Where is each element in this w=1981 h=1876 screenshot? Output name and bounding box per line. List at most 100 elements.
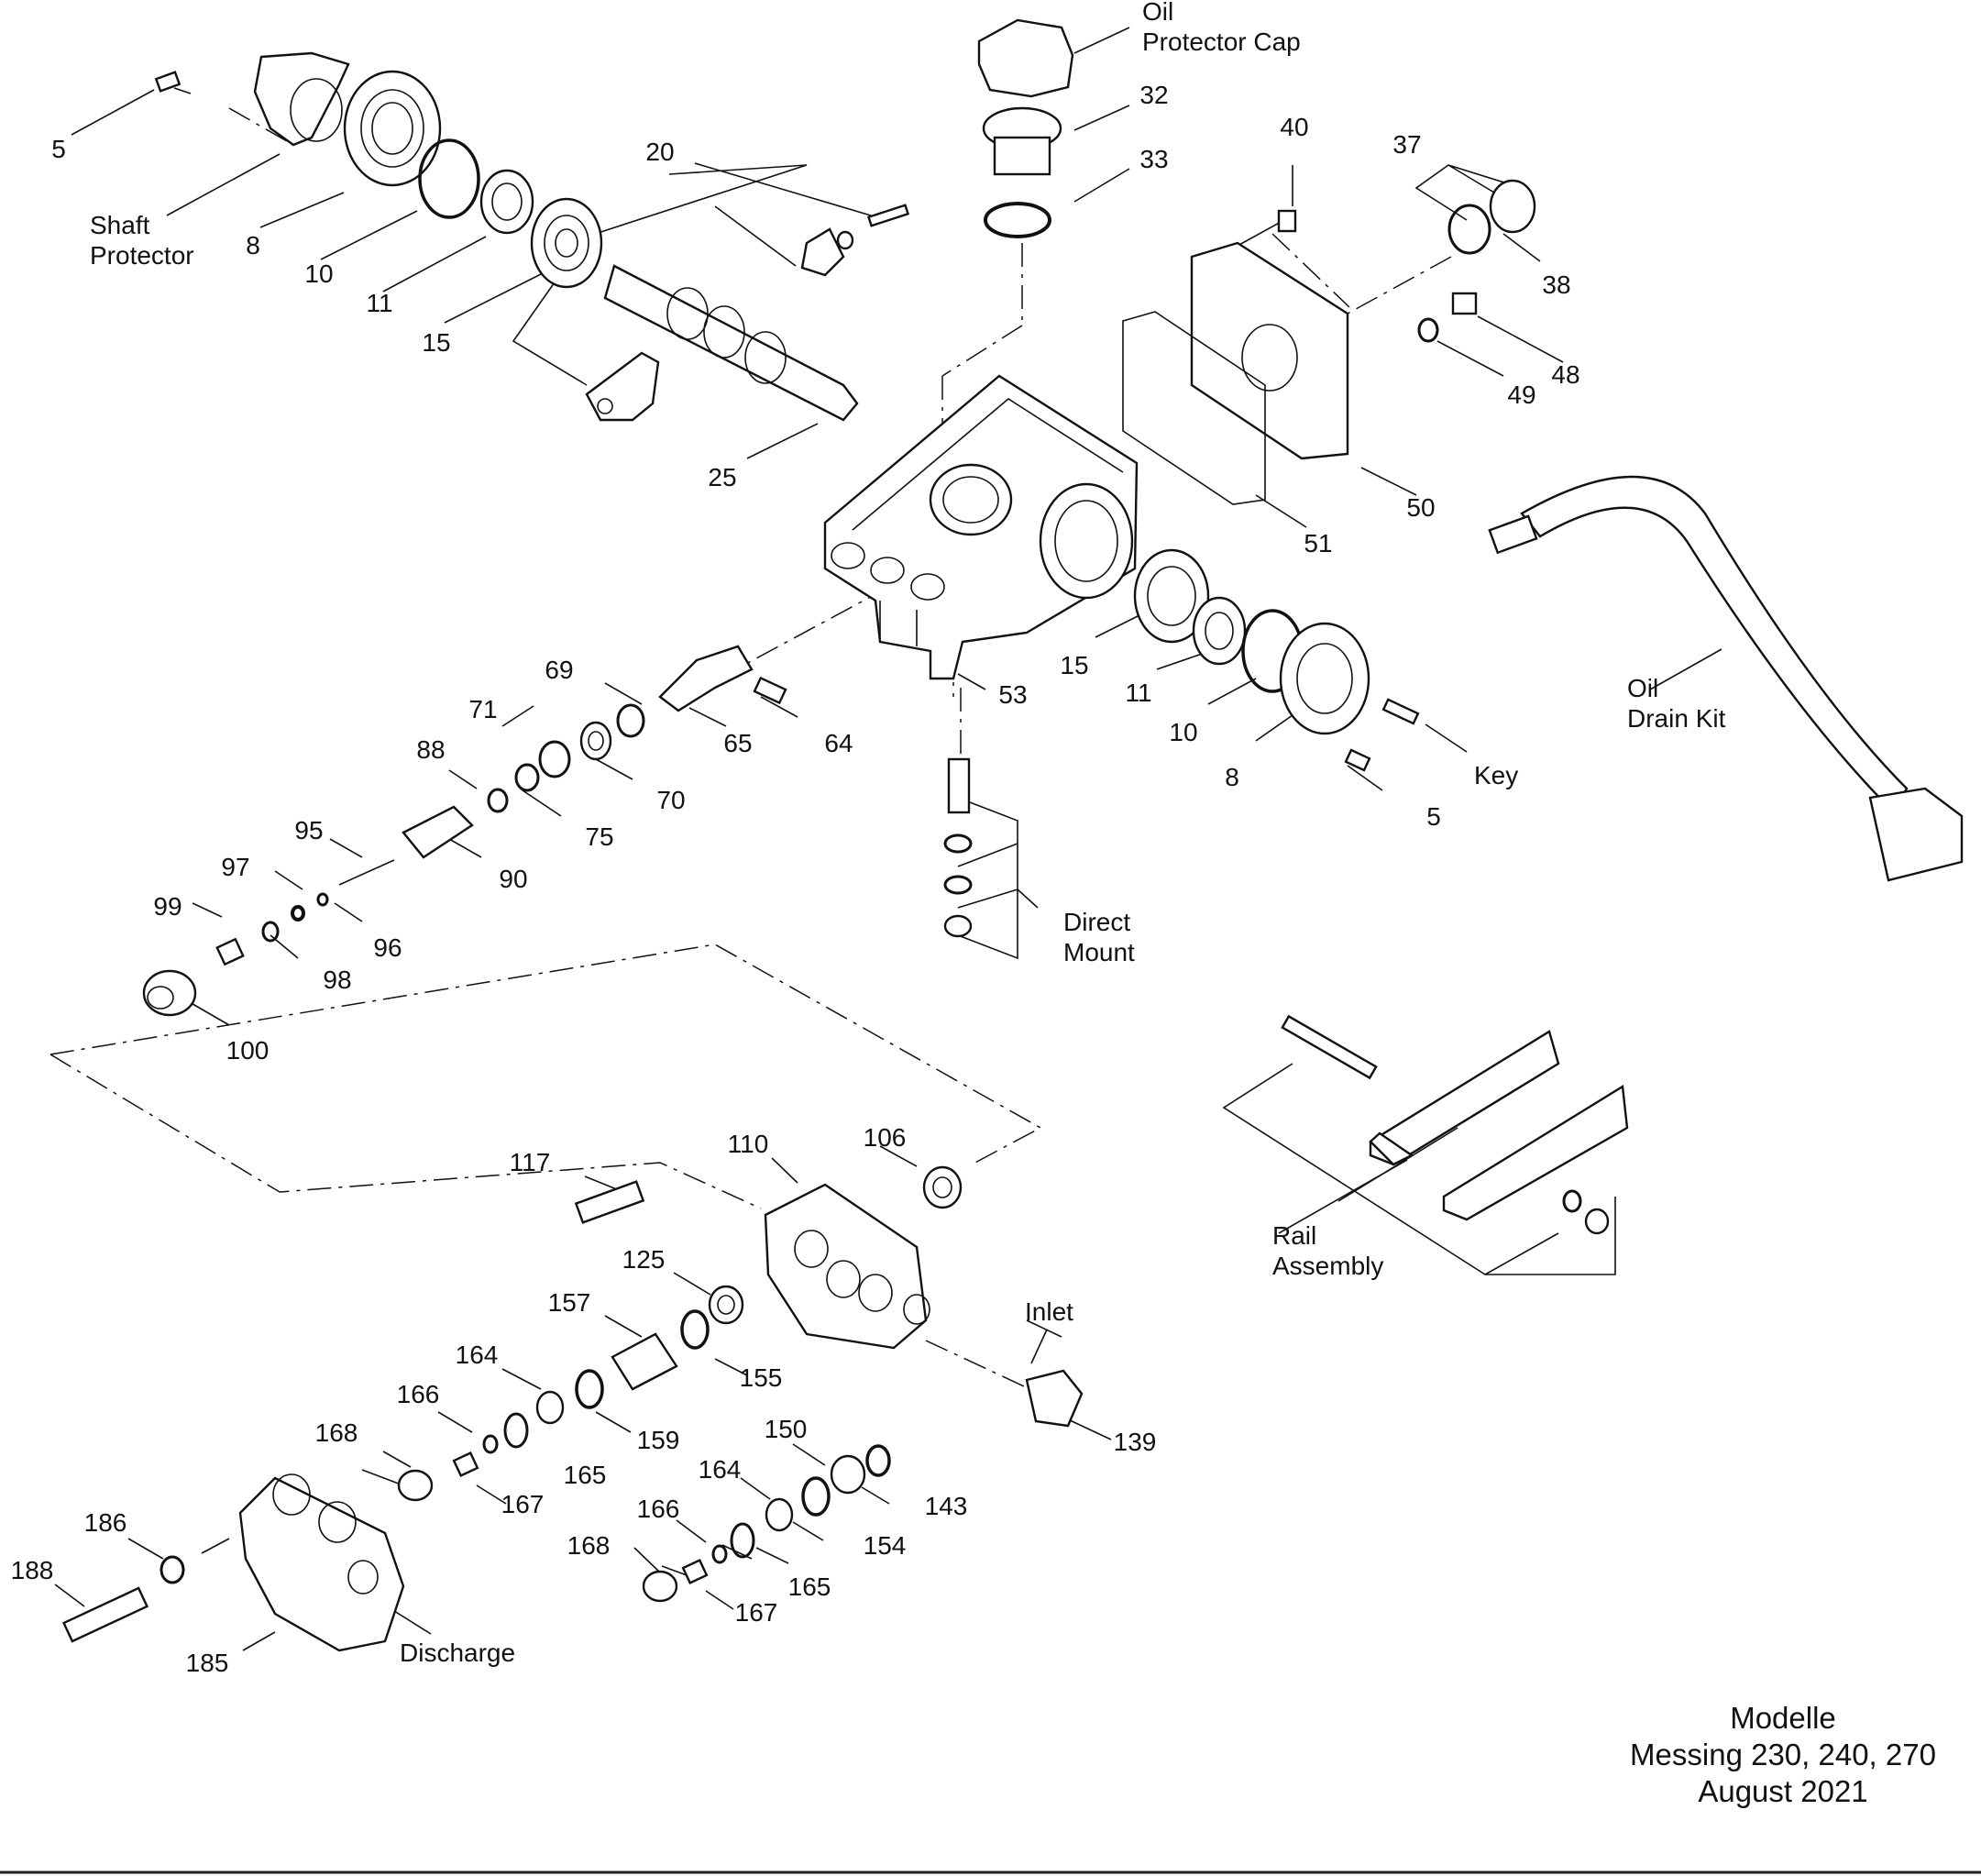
label-10-right: 10 — [1169, 718, 1197, 746]
label-48: 48 — [1551, 360, 1579, 389]
label-106: 106 — [864, 1123, 907, 1152]
leader-lines — [54, 27, 1722, 1651]
label-166-a: 166 — [397, 1380, 440, 1408]
part-106-seal — [922, 1165, 963, 1209]
label-33: 33 — [1139, 145, 1168, 173]
part-38-washer — [1447, 204, 1491, 255]
label-188: 188 — [11, 1556, 54, 1584]
label-5-left: 5 — [51, 135, 66, 163]
label-8-right: 8 — [1225, 763, 1239, 791]
label-167-b: 167 — [735, 1598, 778, 1627]
label-discharge: Discharge — [400, 1639, 515, 1667]
part-100-cap — [142, 969, 197, 1017]
part-8-seal-flange-left — [343, 70, 442, 187]
oil-drain-kit — [1488, 475, 1964, 882]
label-117: 117 — [510, 1148, 551, 1176]
part-166-washer-a — [482, 1434, 499, 1454]
label-oil-protector-cap-line2: Protector Cap — [1142, 28, 1301, 56]
label-164-a: 164 — [456, 1341, 499, 1369]
part-20-connecting-rod — [585, 227, 845, 422]
label-139: 139 — [1114, 1428, 1157, 1456]
label-168-a: 168 — [315, 1418, 358, 1447]
part-65-plunger-rod — [658, 645, 754, 712]
part-110-manifold — [764, 1183, 930, 1350]
label-37: 37 — [1392, 130, 1421, 159]
label-165-b: 165 — [788, 1573, 831, 1601]
label-69: 69 — [545, 656, 573, 684]
label-shaft-protector-line1: Shaft — [90, 211, 150, 239]
part-165-oring-a — [503, 1412, 529, 1449]
label-166-b: 166 — [637, 1495, 680, 1523]
part-15-bearing-left — [530, 197, 603, 289]
label-64: 64 — [824, 729, 853, 757]
part-99-nut — [215, 937, 245, 966]
part-50-rear-cover — [1190, 241, 1349, 460]
label-51: 51 — [1304, 529, 1332, 557]
part-49-oring — [1417, 317, 1439, 343]
label-165-a: 165 — [564, 1461, 607, 1489]
label-oil-drain-kit-line1: Oil — [1627, 674, 1658, 702]
label-164-b: 164 — [699, 1455, 742, 1484]
part-164-seal-b — [765, 1497, 794, 1532]
part-98-washer — [261, 921, 280, 943]
label-11-left: 11 — [366, 289, 392, 317]
part-10-oring-left — [418, 138, 480, 219]
label-154: 154 — [864, 1531, 907, 1560]
label-125: 125 — [622, 1245, 666, 1274]
label-8-left: 8 — [246, 231, 260, 259]
part-53-stud — [947, 757, 971, 814]
footer-line-2: Messing 230, 240, 270 — [1630, 1738, 1936, 1771]
label-143: 143 — [925, 1492, 968, 1520]
assembly-axis-lines — [50, 107, 1452, 1393]
part-95-rod — [338, 859, 395, 886]
label-185: 185 — [186, 1649, 229, 1677]
part-167-spring-a — [452, 1451, 479, 1477]
label-15-right: 15 — [1060, 651, 1088, 679]
discharge-head-parts — [61, 1473, 405, 1652]
label-70: 70 — [656, 786, 685, 814]
label-186: 186 — [84, 1508, 127, 1537]
label-98: 98 — [323, 966, 351, 994]
label-157: 157 — [548, 1288, 591, 1317]
label-110: 110 — [728, 1130, 769, 1158]
part-188-bolt — [61, 1586, 149, 1643]
label-167-a: 167 — [501, 1490, 545, 1518]
part-32-dipstick — [982, 106, 1062, 176]
rear-cover-parts — [1122, 179, 1536, 505]
label-90: 90 — [499, 865, 527, 893]
part-51-gasket — [1122, 311, 1266, 505]
part-88-washer — [487, 788, 509, 813]
part-labels: 5 Shaft Protector 8 10 11 15 20 25 Oil P… — [11, 0, 1726, 1677]
part-11-seal-left — [479, 169, 534, 235]
part-8-flange-right — [1279, 622, 1370, 735]
part-97-oring — [291, 905, 305, 921]
label-168-b: 168 — [567, 1531, 611, 1560]
label-32: 32 — [1139, 81, 1168, 109]
part-69-washer — [616, 703, 645, 738]
part-key — [1381, 698, 1420, 725]
part-shaft-protector — [253, 51, 350, 147]
part-33-oring — [984, 202, 1051, 238]
label-65: 65 — [723, 729, 752, 757]
footer-line-3: August 2021 — [1698, 1774, 1867, 1808]
manifold-parts — [397, 1165, 1084, 1603]
label-50: 50 — [1406, 493, 1435, 522]
part-5-screw-right — [1344, 748, 1371, 772]
part-96-washer — [316, 892, 329, 907]
part-25-crankshaft — [603, 264, 859, 422]
label-direct-mount-line1: Direct — [1063, 908, 1130, 936]
part-125-seal — [708, 1285, 744, 1325]
label-71: 71 — [468, 695, 497, 723]
part-159-oring — [575, 1369, 604, 1409]
label-shaft-protector-line2: Protector — [90, 241, 194, 270]
part-direct-mount-washer-1 — [943, 833, 973, 854]
label-20: 20 — [645, 138, 674, 166]
label-100: 100 — [226, 1036, 270, 1065]
part-70-seal — [579, 721, 612, 761]
part-11-seal-right — [1192, 596, 1247, 666]
part-48-plug — [1451, 292, 1478, 315]
label-75: 75 — [585, 822, 613, 851]
plunger-parts — [142, 645, 787, 1017]
part-117-bolt — [574, 1180, 645, 1224]
